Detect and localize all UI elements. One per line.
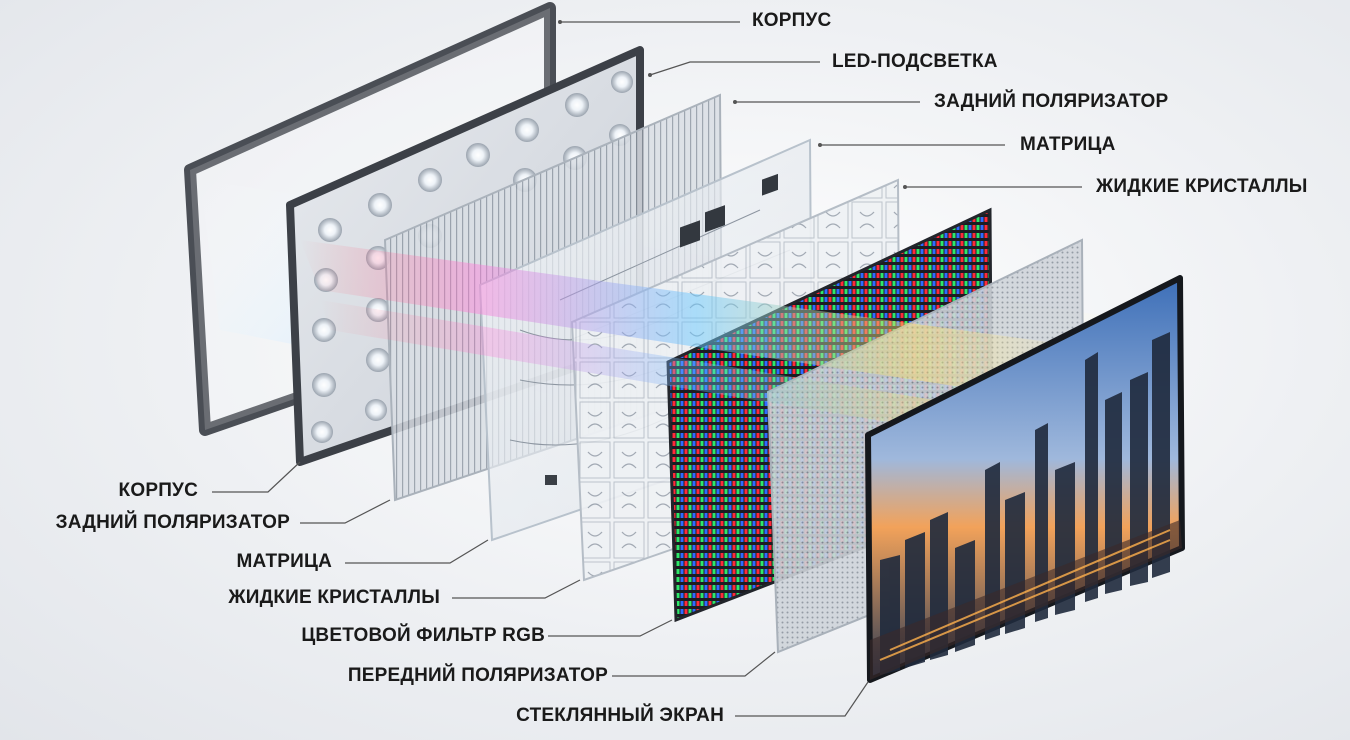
- label-glass-screen: СТЕКЛЯННЫЙ ЭКРАН: [516, 705, 724, 726]
- label-korpus-bottom: КОРПУС: [118, 480, 198, 501]
- label-matrix-top: МАТРИЦА: [1020, 134, 1116, 155]
- label-rgb-filter: ЦВЕТОВОЙ ФИЛЬТР RGB: [301, 625, 545, 646]
- label-rear-polarizer-top: ЗАДНИЙ ПОЛЯРИЗАТОР: [934, 91, 1169, 112]
- label-korpus-top: КОРПУС: [752, 10, 832, 31]
- chip-icon: [545, 173, 778, 485]
- label-liquid-crystals-top: ЖИДКИЕ КРИСТАЛЛЫ: [1096, 176, 1308, 197]
- label-led-backlight: LED-ПОДСВЕТКА: [832, 51, 998, 72]
- label-front-polarizer: ПЕРЕДНИЙ ПОЛЯРИЗАТОР: [347, 665, 608, 686]
- label-matrix-bottom: МАТРИЦА: [236, 551, 332, 572]
- leader-lines-top: [560, 21, 1082, 188]
- layer-glass-screen: [865, 275, 1185, 683]
- label-liquid-crystals-bottom: ЖИДКИЕ КРИСТАЛЛЫ: [228, 587, 440, 608]
- label-rear-polarizer-bottom: ЗАДНИЙ ПОЛЯРИЗАТОР: [55, 512, 290, 533]
- light-rainbow-streak: [300, 240, 1180, 420]
- leader-lines-bottom: [212, 461, 869, 717]
